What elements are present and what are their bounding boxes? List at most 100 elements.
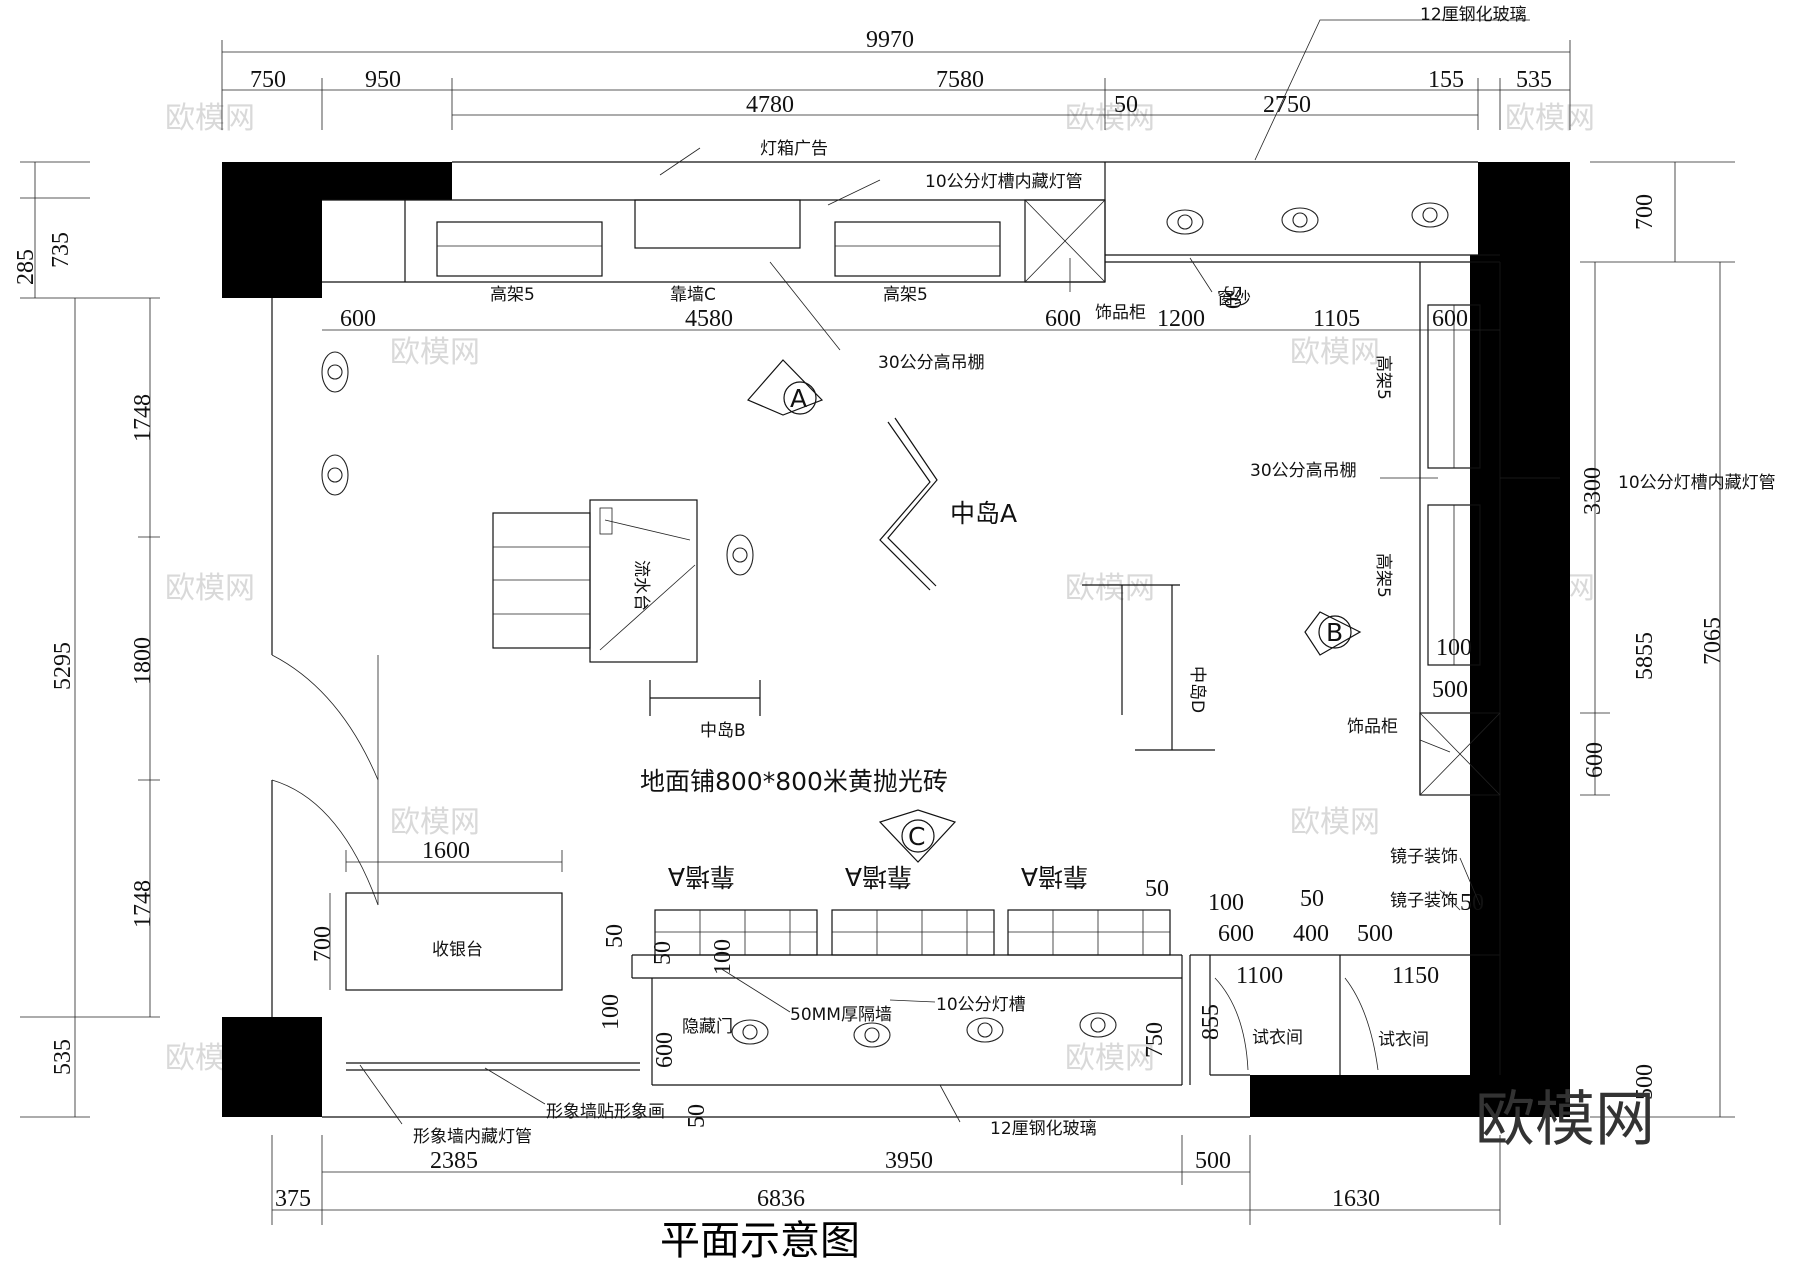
leader-lines xyxy=(359,19,1560,1125)
dim-fitting: 600 xyxy=(1218,921,1254,947)
dim-right-small: 100 xyxy=(1436,635,1472,661)
label-curtain: 窗纱 xyxy=(1217,289,1251,309)
label-back-wall-a: 靠墙A xyxy=(1021,862,1088,891)
label-image-wall-light: 形象墙内藏灯管 xyxy=(413,1127,532,1147)
dim-top: 7580 xyxy=(936,67,984,93)
dim-left: 1800 xyxy=(130,637,156,685)
person-icon xyxy=(1166,209,1204,235)
dim-top: 950 xyxy=(365,67,401,93)
dim-bottom: 500 xyxy=(1195,1148,1231,1174)
person-icon xyxy=(1281,207,1319,233)
person-icon xyxy=(726,534,754,576)
dim-fitting: 1150 xyxy=(1392,963,1439,989)
dim-right: 600 xyxy=(1582,742,1608,778)
watermark-text: 欧模网 xyxy=(165,571,255,606)
wall-top-right xyxy=(1250,162,1570,1117)
dimension-lines xyxy=(20,40,1735,1225)
dim-fitting: 500 xyxy=(1357,921,1393,947)
label-light-slot-bottom: 10公分灯槽 xyxy=(936,995,1026,1015)
dim-hidden-door: 600 xyxy=(652,1032,678,1068)
dim-top-inner: 4780 xyxy=(746,92,794,118)
label-light-slot-top: 10公分灯槽内藏灯管 xyxy=(925,172,1083,192)
label-high-shelf: 高架5 xyxy=(883,285,928,305)
wall-top-left xyxy=(222,162,452,298)
dim-fitting: 50 xyxy=(1145,876,1169,902)
label-fitting-room: 试衣间 xyxy=(1252,1028,1303,1048)
label-cashier: 收银台 xyxy=(432,940,483,960)
label-light-slot-right: 10公分灯槽内藏灯管 xyxy=(1618,473,1776,493)
dim-top-inner: 50 xyxy=(1114,92,1138,118)
structural-walls xyxy=(222,162,1570,1117)
dim-bottom: 2385 xyxy=(430,1148,478,1174)
dim-fitting: 100 xyxy=(1208,890,1244,916)
section-marker-c: C xyxy=(878,809,957,863)
dim-cashier: 1600 xyxy=(422,838,470,864)
label-mirror: 镜子装饰 xyxy=(1390,847,1458,867)
plan-labels: 12厘钢化玻璃 灯箱广告 10公分灯槽内藏灯管 高架5 靠墙C 高架5 饰品柜 … xyxy=(413,5,1776,1147)
dim-left-total: 5295 xyxy=(50,642,76,690)
dim-hidden-door: 50 xyxy=(650,941,676,965)
dim-right: 700 xyxy=(1632,194,1658,230)
person-icon xyxy=(1079,1012,1117,1038)
label-high-shelf: 高架5 xyxy=(1373,553,1393,598)
people-figures xyxy=(321,202,1449,1048)
label-ceiling-top: 30公分高吊棚 xyxy=(878,353,985,373)
person-icon xyxy=(731,1019,769,1045)
dim-left: 285 xyxy=(13,249,39,285)
watermark-text: 欧模网 xyxy=(1065,571,1155,606)
dim-fitting: 50 xyxy=(1460,890,1484,916)
label-image-wall-picture: 形象墙贴形象画 xyxy=(546,1102,665,1122)
person-icon xyxy=(1411,202,1449,228)
section-marker-a: A xyxy=(747,359,824,416)
label-floor: 地面铺800*800米黄抛光砖 xyxy=(640,767,948,796)
dim-top-total: 9970 xyxy=(866,27,914,53)
dim-hidden-door: 50 xyxy=(684,1104,710,1128)
marker-c-label: C xyxy=(908,822,925,851)
dim-hidden-door: 50 xyxy=(602,924,628,948)
dim-right: 5855 xyxy=(1632,632,1658,680)
watermark-text: 欧模网 xyxy=(1290,335,1380,370)
person-icon xyxy=(321,351,349,393)
dim-inner: 4580 xyxy=(685,306,733,332)
dim-left: 535 xyxy=(50,1039,76,1075)
dim-bottom-total: 1630 xyxy=(1332,1186,1380,1212)
dim-inner: 600 xyxy=(1432,306,1468,332)
interior-lines xyxy=(271,161,1501,1118)
label-ceiling-right: 30公分高吊棚 xyxy=(1250,461,1357,481)
dim-left: 735 xyxy=(48,232,74,268)
dim-hidden-door: 100 xyxy=(710,939,736,975)
watermark-text: 欧模网 xyxy=(1290,805,1380,840)
dim-left: 1748 xyxy=(130,394,156,442)
wall-bottom-left xyxy=(222,1017,322,1117)
label-partition: 50MM厚隔墙 xyxy=(790,1005,892,1025)
label-island-d: 中岛D xyxy=(1187,666,1207,713)
dim-bottom: 3950 xyxy=(885,1148,933,1174)
dim-right-total: 7065 xyxy=(1700,617,1726,665)
dim-right: 500 xyxy=(1632,1064,1658,1100)
dim-top: 535 xyxy=(1516,67,1552,93)
dim-bottom-total: 6836 xyxy=(757,1186,805,1212)
dim-right-small: 500 xyxy=(1432,677,1468,703)
brand-watermark: 欧模网 xyxy=(1475,1085,1655,1155)
watermark-text: 欧模网 xyxy=(165,101,255,136)
dim-hidden-door: 50 xyxy=(1219,285,1245,309)
marker-b-label: B xyxy=(1326,618,1343,647)
label-island-a: 中岛A xyxy=(950,499,1017,528)
watermark-text: 欧模网 xyxy=(390,805,480,840)
label-glass-top: 12厘钢化玻璃 xyxy=(1420,5,1527,25)
dim-bottom-total: 375 xyxy=(275,1186,311,1212)
dim-right: 3300 xyxy=(1580,467,1606,515)
label-lightbox-ad: 灯箱广告 xyxy=(760,139,828,159)
dim-cashier: 700 xyxy=(310,926,336,962)
person-icon xyxy=(966,1017,1004,1043)
marker-a-label: A xyxy=(790,384,807,413)
person-icon xyxy=(853,1022,891,1048)
dim-inner: 600 xyxy=(340,306,376,332)
label-fitting-room: 试衣间 xyxy=(1378,1030,1429,1050)
dim-fitting: 50 xyxy=(1300,886,1324,912)
dim-inner: 1105 xyxy=(1313,306,1360,332)
dim-inner: 600 xyxy=(1045,306,1081,332)
dimension-texts: 9970 750 950 7580 155 535 4780 50 2750 6… xyxy=(13,27,1726,1212)
watermark-text: 欧模网 xyxy=(1065,101,1155,136)
dim-fitting: 750 xyxy=(1142,1022,1168,1058)
